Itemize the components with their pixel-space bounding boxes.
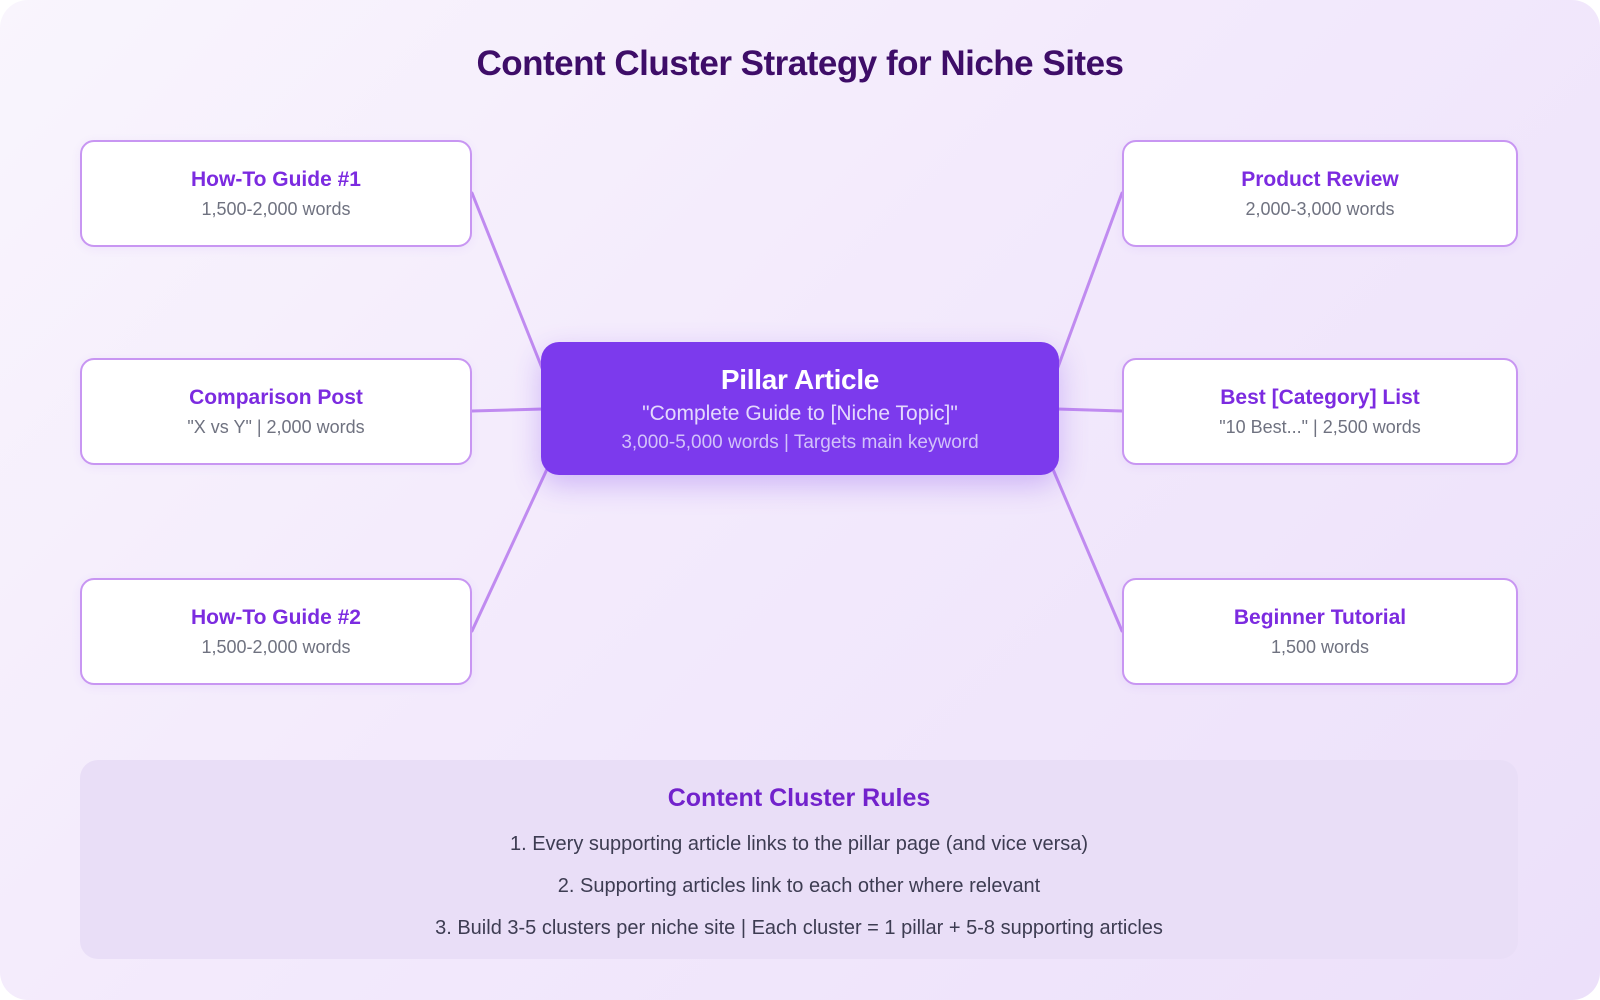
pillar-meta: 3,000-5,000 words | Targets main keyword: [621, 431, 979, 453]
node-beginner-tutorial: Beginner Tutorial 1,500 words: [1122, 578, 1518, 685]
node-title: How-To Guide #2: [191, 605, 361, 629]
connector-line-left-bottom: [470, 465, 550, 633]
node-meta: "X vs Y" | 2,000 words: [187, 416, 365, 437]
node-product-review: Product Review 2,000-3,000 words: [1122, 140, 1518, 247]
node-best-category-list: Best [Category] List "10 Best..." | 2,50…: [1122, 358, 1518, 465]
rules-title: Content Cluster Rules: [667, 784, 931, 812]
rule-item-2: 2. Supporting articles link to each othe…: [557, 875, 1041, 897]
node-meta: 1,500-2,000 words: [201, 198, 351, 219]
pillar-title: Pillar Article: [720, 363, 880, 395]
node-how-to-guide-1: How-To Guide #1 1,500-2,000 words: [80, 140, 472, 247]
node-title: How-To Guide #1: [191, 167, 361, 191]
connector-line-right-bottom: [1050, 465, 1124, 633]
node-meta: 1,500-2,000 words: [201, 636, 351, 657]
rules-panel: Content Cluster Rules 1. Every supportin…: [80, 760, 1518, 959]
node-how-to-guide-2: How-To Guide #2 1,500-2,000 words: [80, 578, 472, 685]
node-title: Beginner Tutorial: [1233, 605, 1407, 629]
node-meta: 2,000-3,000 words: [1245, 198, 1395, 219]
connector-line-left-top: [470, 191, 548, 380]
pillar-subtitle: "Complete Guide to [Niche Topic]": [642, 401, 958, 425]
connector-line-right-middle: [1055, 407, 1124, 413]
rule-item-3: 3. Build 3-5 clusters per niche site | E…: [435, 917, 1163, 939]
connector-line-left-middle: [470, 407, 545, 413]
rules-list: 1. Every supporting article links to the…: [435, 833, 1163, 940]
page-title: Content Cluster Strategy for Niche Sites: [476, 44, 1124, 83]
connector-line-right-top: [1052, 191, 1124, 380]
node-title: Comparison Post: [189, 385, 363, 409]
node-title: Product Review: [1241, 167, 1399, 191]
node-meta: 1,500 words: [1270, 636, 1370, 657]
node-comparison-post: Comparison Post "X vs Y" | 2,000 words: [80, 358, 472, 465]
rule-item-1: 1. Every supporting article links to the…: [509, 833, 1089, 855]
node-meta: "10 Best..." | 2,500 words: [1219, 416, 1421, 437]
node-title: Best [Category] List: [1220, 385, 1420, 409]
node-pillar-article: Pillar Article "Complete Guide to [Niche…: [541, 342, 1059, 475]
